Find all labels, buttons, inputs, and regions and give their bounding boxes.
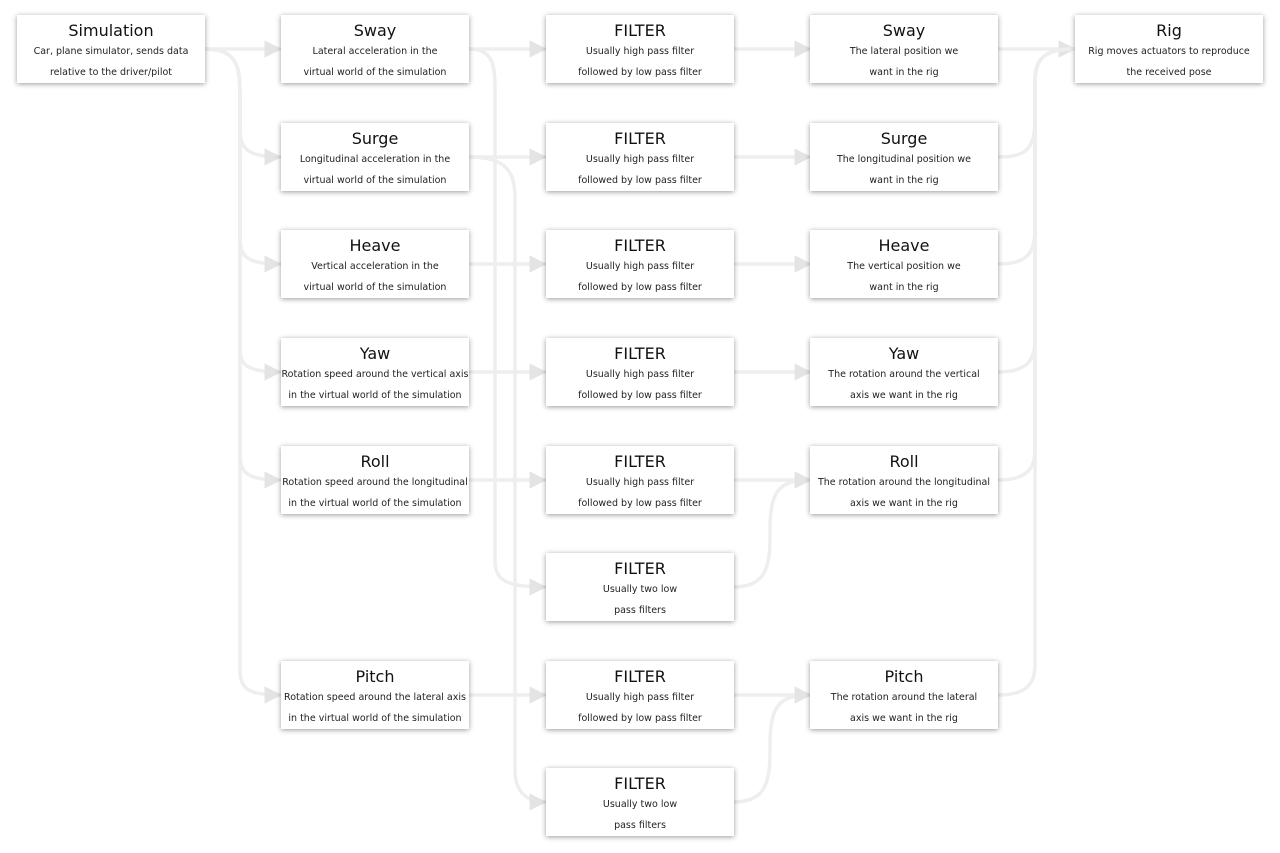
node-filter-surge[interactable]: FILTER Usually high pass filter followed…	[546, 123, 734, 191]
node-title: FILTER	[614, 344, 666, 363]
node-desc-line1: Usually high pass filter	[585, 261, 695, 272]
node-desc-line1: The rotation around the vertical	[828, 369, 980, 380]
node-desc-line1: Usually high pass filter	[585, 154, 695, 165]
node-title: FILTER	[614, 129, 666, 148]
node-desc-line1: Usually high pass filter	[585, 692, 695, 703]
node-filter-heave[interactable]: FILTER Usually high pass filter followed…	[546, 230, 734, 298]
node-title: Sway	[882, 21, 926, 40]
wire-lowpass-pitch-out	[732, 686, 812, 804]
node-desc-line1: The rotation around the longitudinal	[817, 477, 991, 488]
node-desc-line1: Rotation speed around the lateral axis	[284, 692, 466, 703]
node-title: Heave	[349, 236, 401, 255]
node-filter-roll[interactable]: FILTER Usually high pass filter followed…	[546, 446, 734, 514]
node-desc-line2: followed by low pass filter	[578, 390, 702, 401]
node-title: Roll	[360, 452, 390, 471]
node-desc-line1: Rotation speed around the longitudinal	[282, 477, 468, 488]
node-desc-line1: The rotation around the lateral	[830, 692, 978, 703]
node-title: Rig	[1156, 21, 1182, 40]
node-filter-roll-lowpass[interactable]: FILTER Usually two low pass filters	[546, 553, 734, 621]
node-desc-line1: Car, plane simulator, sends data	[33, 46, 189, 57]
node-title: FILTER	[614, 559, 666, 578]
node-pitch-input[interactable]: Pitch Rotation speed around the lateral …	[281, 661, 469, 729]
wire-sim-pitch	[203, 47, 282, 704]
node-desc-line1: Longitudinal acceleration in the	[299, 154, 451, 165]
wire-sway-lowpass	[467, 47, 547, 596]
node-desc-line2: virtual world of the simulation	[303, 175, 447, 186]
node-title: Surge	[880, 129, 928, 148]
node-desc-line2: pass filters	[614, 820, 666, 831]
node-desc-line2: followed by low pass filter	[578, 67, 702, 78]
node-desc-line2: relative to the driver/pilot	[49, 67, 172, 78]
node-simulation[interactable]: Simulation Car, plane simulator, sends d…	[17, 15, 205, 83]
node-filter-sway[interactable]: FILTER Usually high pass filter followed…	[546, 15, 734, 83]
node-yaw-output[interactable]: Yaw The rotation around the vertical axi…	[810, 338, 998, 406]
node-title: Sway	[353, 21, 397, 40]
wire-surge-lowpass	[467, 155, 547, 811]
node-surge-input[interactable]: Surge Longitudinal acceleration in the v…	[281, 123, 469, 191]
node-desc-line2: in the virtual world of the simulation	[288, 390, 462, 401]
node-title: Pitch	[355, 667, 395, 686]
node-filter-pitch[interactable]: FILTER Usually high pass filter followed…	[546, 661, 734, 729]
node-desc-line1: Usually high pass filter	[585, 369, 695, 380]
node-title: Roll	[889, 452, 919, 471]
node-heave-output[interactable]: Heave The vertical position we want in t…	[810, 230, 998, 298]
node-title: Simulation	[68, 21, 154, 40]
node-desc-line1: Rotation speed around the vertical axis	[281, 369, 469, 380]
node-title: FILTER	[614, 21, 666, 40]
node-sway-input[interactable]: Sway Lateral acceleration in the virtual…	[281, 15, 469, 83]
node-title: FILTER	[614, 452, 666, 471]
wire-sim-yaw	[203, 47, 282, 381]
node-desc-line1: Usually high pass filter	[585, 46, 695, 57]
node-title: Heave	[878, 236, 930, 255]
node-desc-line2: virtual world of the simulation	[303, 282, 447, 293]
node-desc-line1: The vertical position we	[847, 261, 961, 272]
node-desc-line2: axis we want in the rig	[850, 498, 958, 509]
node-title: FILTER	[614, 236, 666, 255]
node-desc-line1: Vertical acceleration in the	[311, 261, 439, 272]
wire-lowpass-roll-out	[732, 471, 812, 589]
node-desc-line1: The longitudinal position we	[836, 154, 971, 165]
node-desc-line1: Usually two low	[602, 584, 678, 595]
node-desc-line1: Usually high pass filter	[585, 477, 695, 488]
node-desc-line2: want in the rig	[869, 175, 939, 186]
node-filter-yaw[interactable]: FILTER Usually high pass filter followed…	[546, 338, 734, 406]
node-title: FILTER	[614, 667, 666, 686]
node-roll-input[interactable]: Roll Rotation speed around the longitudi…	[281, 446, 469, 514]
node-surge-output[interactable]: Surge The longitudinal position we want …	[810, 123, 998, 191]
node-filter-pitch-lowpass[interactable]: FILTER Usually two low pass filters	[546, 768, 734, 836]
node-sway-output[interactable]: Sway The lateral position we want in the…	[810, 15, 998, 83]
node-title: Surge	[351, 129, 399, 148]
node-desc-line2: axis we want in the rig	[850, 390, 958, 401]
node-pitch-output[interactable]: Pitch The rotation around the lateral ax…	[810, 661, 998, 729]
node-desc-line1: Lateral acceleration in the	[312, 46, 438, 57]
node-desc-line2: virtual world of the simulation	[303, 67, 447, 78]
node-roll-output[interactable]: Roll The rotation around the longitudina…	[810, 446, 998, 514]
node-title: Yaw	[359, 344, 391, 363]
wire-sim-surge	[203, 47, 282, 166]
node-desc-line2: the received pose	[1126, 67, 1212, 78]
node-title: FILTER	[614, 774, 666, 793]
node-heave-input[interactable]: Heave Vertical acceleration in the virtu…	[281, 230, 469, 298]
node-desc-line2: axis we want in the rig	[850, 713, 958, 724]
node-desc-line2: in the virtual world of the simulation	[288, 498, 462, 509]
wire-pitch-rig	[996, 47, 1076, 697]
node-title: Yaw	[888, 344, 920, 363]
node-desc-line2: followed by low pass filter	[578, 175, 702, 186]
node-desc-line2: pass filters	[614, 605, 666, 616]
node-desc-line2: followed by low pass filter	[578, 498, 702, 509]
node-desc-line2: want in the rig	[869, 282, 939, 293]
node-desc-line1: Rig moves actuators to reproduce	[1088, 46, 1250, 57]
node-desc-line2: followed by low pass filter	[578, 713, 702, 724]
node-desc-line2: want in the rig	[869, 67, 939, 78]
node-desc-line2: in the virtual world of the simulation	[288, 713, 462, 724]
node-title: Pitch	[884, 667, 924, 686]
node-rig[interactable]: Rig Rig moves actuators to reproduce the…	[1075, 15, 1263, 83]
node-desc-line1: Usually two low	[602, 799, 678, 810]
node-desc-line2: followed by low pass filter	[578, 282, 702, 293]
node-yaw-input[interactable]: Yaw Rotation speed around the vertical a…	[281, 338, 469, 406]
node-desc-line1: The lateral position we	[849, 46, 959, 57]
